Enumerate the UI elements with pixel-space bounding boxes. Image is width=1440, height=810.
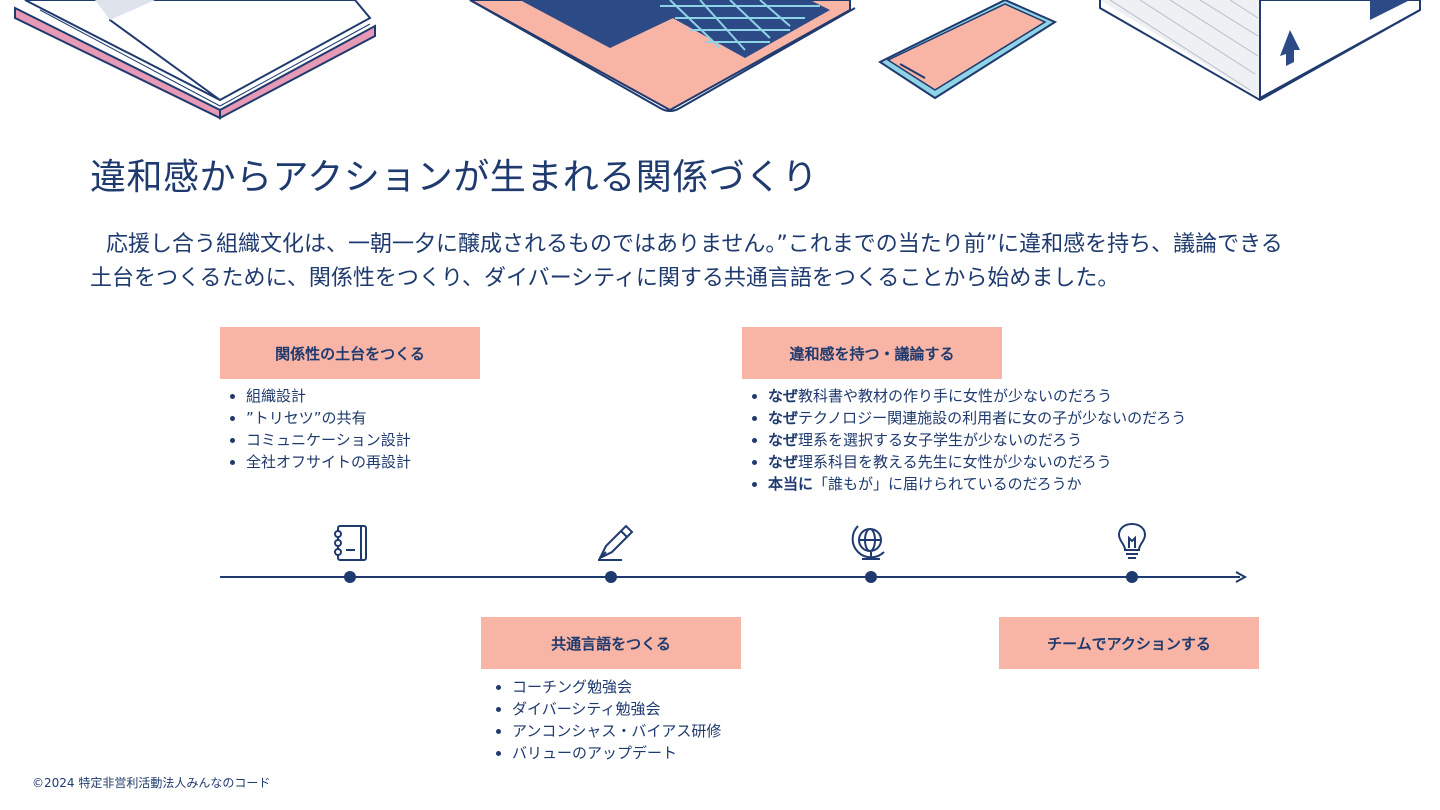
timeline [220,522,1248,583]
copyright-notice: ©2024 特定非営利活動法人みんなのコード [32,776,271,790]
list-item: バリューのアップデート [486,742,721,764]
intro-line-1: 応援し合う組織文化は、一朝一夕に醸成されるものではありません。”これまでの当たり… [106,232,1283,257]
question-text: テクノロジー関連施設の利用者に女の子が少ないのだろう [798,409,1187,427]
stage-3-label: 違和感を持つ・議論する [742,327,1002,379]
stage-2-list: コーチング勉強会 ダイバーシティ勉強会 アンコンシャス・バイアス研修 バリューの… [486,676,721,764]
timeline-arrowhead [1235,571,1248,583]
stage-2-label: 共通言語をつくる [481,617,741,669]
intro-line-2: 土台をつくるために、関係性をつくり、ダイバーシティに関する共通言語をつくることか… [90,266,1120,291]
list-item: なぜ理系科目を教える先生に女性が少ないのだろう [742,451,1186,473]
question-text: 理系科目を教える先生に女性が少ないのだろう [798,453,1112,471]
timeline-dot-2 [605,571,617,583]
timeline-dot-3 [865,571,877,583]
laptop-illustration [469,0,856,112]
list-item: 全社オフサイトの再設計 [220,451,411,473]
box-illustration [1099,0,1421,102]
list-item: なぜテクノロジー関連施設の利用者に女の子が少ないのだろう [742,407,1186,429]
stage-1-label: 関係性の土台をつくる [220,327,480,379]
smartphone-illustration [877,0,1058,100]
question-emphasis: なぜ [768,409,799,427]
timeline-dot-4 [1126,571,1138,583]
question-text: 教科書や教材の作り手に女性が少ないのだろう [798,387,1113,405]
question-emphasis: なぜ [768,453,799,471]
list-item: コミュニケーション設計 [220,429,411,451]
intro-paragraph: 応援し合う組織文化は、一朝一夕に醸成されるものではありません。”これまでの当たり… [90,228,1360,296]
question-text: 「誰もが」に届けられているのだろうか [813,475,1082,493]
stage-4-label: チームでアクションする [999,617,1259,669]
list-item: ”トリセツ”の共有 [220,407,411,429]
question-emphasis: 本当に [768,475,814,493]
list-item: アンコンシャス・バイアス研修 [486,720,721,742]
question-emphasis: なぜ [768,387,799,405]
stage-1-list: 組織設計 ”トリセツ”の共有 コミュニケーション設計 全社オフサイトの再設計 [220,385,411,473]
lightbulb-icon [1117,522,1147,559]
header-illustration [14,0,1421,120]
list-item: 組織設計 [220,385,411,407]
list-item: なぜ理系を選択する女子学生が少ないのだろう [742,429,1186,451]
notebook-icon [334,525,367,561]
list-item: コーチング勉強会 [486,676,721,698]
list-item: ダイバーシティ勉強会 [486,698,721,720]
globe-icon [851,525,885,560]
book-illustration [14,0,376,120]
question-text: 理系を選択する女子学生が少ないのだろう [798,431,1083,449]
list-item: なぜ教科書や教材の作り手に女性が少ないのだろう [742,385,1186,407]
stage-3-list: なぜ教科書や教材の作り手に女性が少ないのだろう なぜテクノロジー関連施設の利用者… [742,385,1186,495]
timeline-dot-1 [344,571,356,583]
list-item: 本当に「誰もが」に届けられているのだろうか [742,473,1186,495]
page-title: 違和感からアクションが生まれる関係づくり [90,157,819,198]
question-emphasis: なぜ [768,431,799,449]
pen-icon [597,524,634,561]
